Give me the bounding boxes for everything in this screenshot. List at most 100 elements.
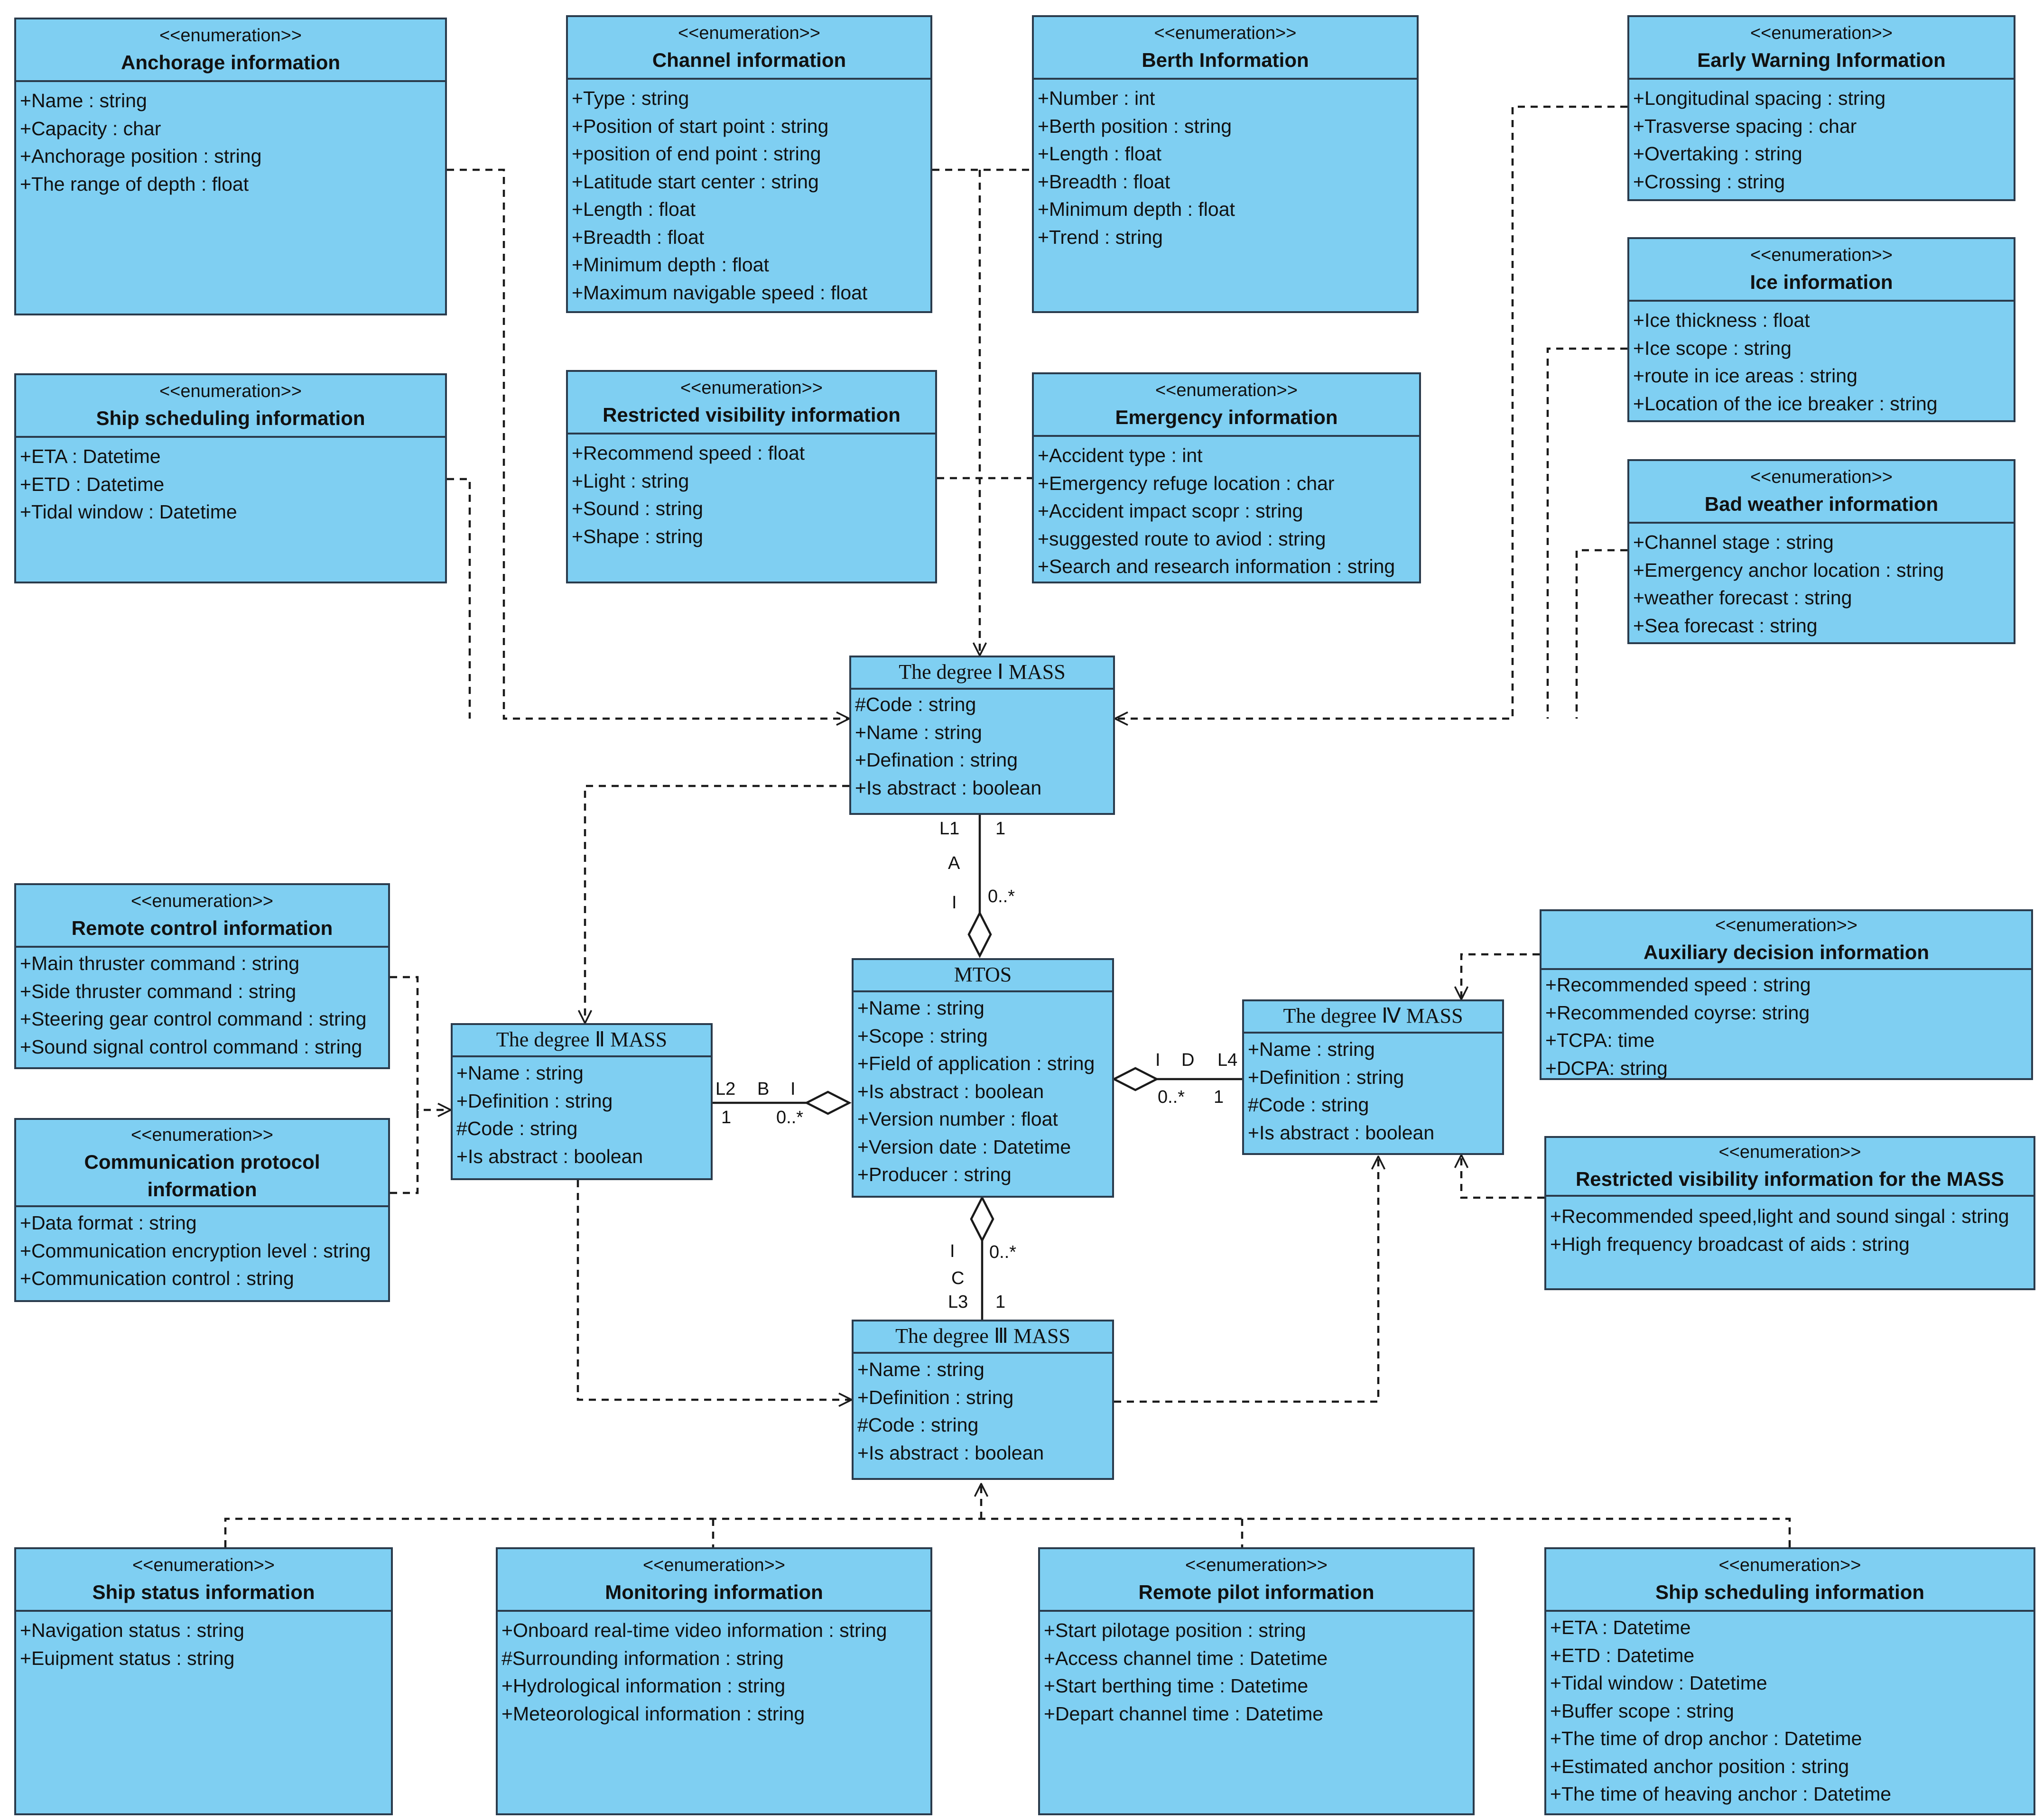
attribute: +suggested route to aviod : string <box>1038 527 1326 550</box>
attribute: +Scope : string <box>857 1025 988 1047</box>
assoc-c-sep: I <box>950 1241 955 1261</box>
attribute: +Minimum depth : float <box>572 254 769 276</box>
dependency-restricted-vis-mass <box>1461 1155 1544 1199</box>
attribute: +Is abstract : boolean <box>857 1441 1044 1464</box>
attribute: +ETD : Datetime <box>20 473 165 495</box>
stereotype-label: <<enumeration>> <box>680 378 823 398</box>
class-ship-scheduling-information-bottom: <<enumeration>>Ship scheduling informati… <box>1544 1547 2035 1815</box>
attribute: +Steering gear control command : string <box>20 1008 367 1030</box>
attribute: +Breadth : float <box>572 226 705 248</box>
class-name: Berth Information <box>1142 49 1309 71</box>
attribute: +Anchorage position : string <box>20 145 262 167</box>
class-name: Remote pilot information <box>1138 1581 1374 1603</box>
stereotype-label: <<enumeration>> <box>132 1555 275 1575</box>
dependency-bottom-bus <box>224 1517 1791 1547</box>
attribute: +Search and research information : strin… <box>1038 555 1395 577</box>
attribute: +Number : int <box>1038 87 1155 109</box>
attribute: +Accident type : int <box>1038 444 1203 466</box>
attribute: +Shape : string <box>572 525 703 547</box>
stereotype-label: <<enumeration>> <box>159 381 302 401</box>
attribute: +Name : string <box>20 90 147 111</box>
attribute: +Name : string <box>456 1062 584 1084</box>
attribute: +Ice thickness : float <box>1633 309 1810 331</box>
assoc-d-mult-whole: 1 <box>1214 1087 1224 1107</box>
class-name: Ship scheduling information <box>96 407 365 429</box>
stereotype-label: <<enumeration>> <box>1750 467 1893 487</box>
attribute: +Location of the ice breaker : string <box>1633 392 1938 415</box>
attribute: #Code : string <box>857 1414 979 1436</box>
stereotype-label: <<enumeration>> <box>1718 1555 1861 1575</box>
assoc-d-role: L4 <box>1217 1050 1238 1070</box>
attribute: +Length : float <box>1038 143 1162 165</box>
attribute: +The range of depth : float <box>20 173 249 195</box>
aggregation-diamond-b <box>804 1090 852 1115</box>
attribute: +route in ice areas : string <box>1633 365 1857 387</box>
class-name: MTOS <box>954 963 1012 986</box>
attribute: +Definition : string <box>456 1090 613 1112</box>
class-bad-weather-information: <<enumeration>> Bad weather information +… <box>1627 459 2015 644</box>
dependency-bad-weather <box>1575 549 1627 719</box>
attribute: +Tidal window : Datetime <box>20 501 237 523</box>
class-name: Restricted visibility information <box>603 404 901 426</box>
dependency-ship-scheduling-top <box>447 478 471 719</box>
assoc-d-sep: I <box>1155 1050 1161 1070</box>
attribute: +Sound signal control command : string <box>20 1035 362 1058</box>
attribute: +Type : string <box>572 87 689 109</box>
attribute: +Trasverse spacing : char <box>1633 115 1857 137</box>
attribute: #Surrounding information : string <box>501 1647 784 1669</box>
attribute: +Longitudinal spacing : string <box>1633 87 1886 109</box>
attribute: +Hydrological information : string <box>501 1675 786 1697</box>
attribute: +weather forecast : string <box>1633 587 1852 609</box>
class-name: Remote control information <box>71 917 333 939</box>
stereotype-label: <<enumeration>> <box>130 891 273 911</box>
stereotype-label: <<enumeration>> <box>678 23 820 43</box>
class-restricted-visibility-information: <<enumeration>> Restricted visibility inf… <box>566 370 937 583</box>
class-anchorage-information: <<enumeration>>Anchorage information +Na… <box>14 18 447 315</box>
assoc-b-letter: B <box>757 1079 770 1099</box>
attribute: +DCPA: string <box>1545 1057 1668 1079</box>
class-name: Bad weather information <box>1704 493 1939 515</box>
attribute: +Main thruster command : string <box>20 952 300 974</box>
assoc-b-mult-whole: 1 <box>721 1108 732 1127</box>
attribute: +Euipment status : string <box>20 1647 235 1669</box>
assoc-a-sep: I <box>952 893 957 913</box>
attribute: +Producer : string <box>857 1164 1012 1185</box>
attribute: +Trend : string <box>1038 226 1163 248</box>
attribute: +Crossing : string <box>1633 170 1785 193</box>
attribute: +Defination : string <box>855 749 1018 771</box>
attribute: +High frequency broadcast of aids : stri… <box>1550 1233 1910 1255</box>
class-name: Early Warning Information <box>1697 49 1946 71</box>
dependency-degree3-degree4 <box>1114 1156 1378 1403</box>
class-emergency-information: <<enumeration>>Emergency information +Ac… <box>1032 372 1421 583</box>
attribute: +Is abstract : boolean <box>456 1145 643 1167</box>
class-name: The degree Ⅲ MASS <box>895 1324 1070 1348</box>
attribute: +Length : float <box>572 198 696 220</box>
dependency-degree2-degree3 <box>576 1180 852 1400</box>
class-berth-information: <<enumeration>> Berth Information +Number… <box>1032 15 1419 313</box>
attribute: +Communication encryption level : string <box>20 1239 371 1262</box>
dependency-auxiliary <box>1461 953 1540 999</box>
attribute: +Version number : float <box>857 1108 1058 1130</box>
class-ice-information: <<enumeration>>Ice information +Ice thic… <box>1627 237 2015 422</box>
attribute: +ETA : Datetime <box>20 445 161 467</box>
aggregation-diamond-c <box>970 1195 994 1243</box>
attribute: +ETA : Datetime <box>1550 1617 1691 1638</box>
stereotype-label: <<enumeration>> <box>1154 23 1297 43</box>
attribute: +Name : string <box>857 1358 984 1380</box>
class-name: The degree Ⅳ MASS <box>1283 1004 1463 1027</box>
dependency-degree1-degree2 <box>585 785 849 1023</box>
attribute: +Channel stage : string <box>1633 531 1834 553</box>
attribute: +Meteorological information : string <box>501 1702 805 1725</box>
attribute: +ETD : Datetime <box>1550 1644 1695 1666</box>
class-monitoring-information: <<enumeration>>Monitoring information +O… <box>496 1547 932 1815</box>
attribute: +Estimated anchor position : string <box>1550 1755 1849 1777</box>
class-degree-4-mass: The degree Ⅳ MASS +Name : string +Defini… <box>1242 999 1504 1155</box>
attribute: +Is abstract : boolean <box>855 776 1042 799</box>
attribute: +Definition : string <box>857 1386 1014 1408</box>
aggregation-diamond-a <box>967 911 992 958</box>
attribute: +Start berthing time : Datetime <box>1044 1675 1309 1697</box>
stereotype-label: <<enumeration>> <box>1715 915 1857 935</box>
dependency-anchorage <box>447 168 849 719</box>
attribute: +Access channel time : Datetime <box>1044 1647 1328 1669</box>
